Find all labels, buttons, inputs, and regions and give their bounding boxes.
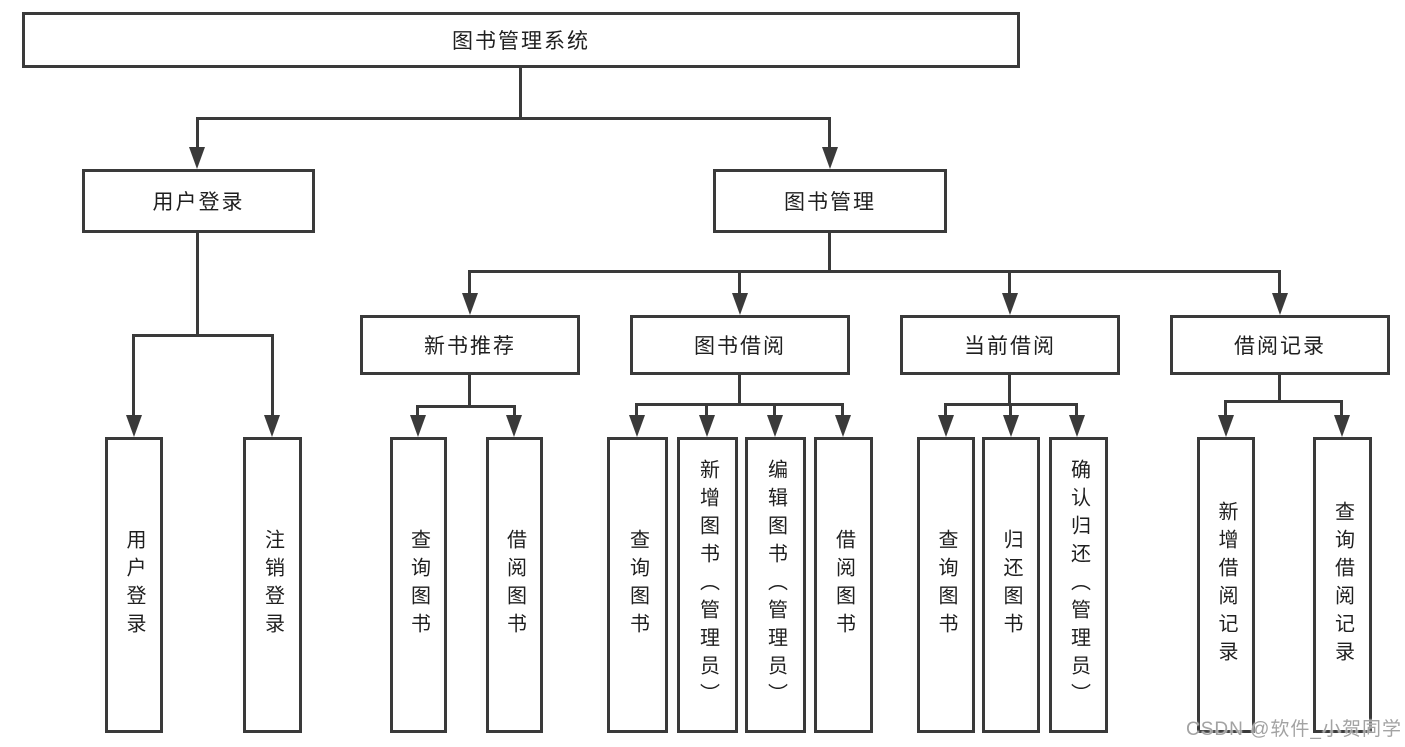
- arrowhead: [732, 293, 748, 315]
- connector-line: [468, 375, 471, 408]
- leaf-query-borrow-record-label: 查询借阅记录: [1331, 501, 1354, 669]
- connector-line: [705, 403, 708, 417]
- arrowhead: [1272, 293, 1288, 315]
- leaf-confirm-return-admin-label: 确认归还（管理员）: [1067, 459, 1090, 711]
- arrowhead: [822, 147, 838, 169]
- arrowhead: [126, 415, 142, 437]
- connector-line: [738, 375, 741, 406]
- leaf-borrow-books-recommend: 借阅图书: [486, 437, 543, 733]
- node-book-management-label: 图书管理: [784, 191, 876, 214]
- leaf-confirm-return-admin: 确认归还（管理员）: [1049, 437, 1108, 733]
- leaf-query-books-recommend-label: 查询图书: [407, 529, 430, 641]
- leaf-edit-books-admin: 编辑图书（管理员）: [745, 437, 806, 733]
- leaf-query-books-borrowing: 查询图书: [607, 437, 668, 733]
- connector-line: [944, 403, 947, 417]
- arrowhead: [462, 293, 478, 315]
- leaf-add-borrow-record: 新增借阅记录: [1197, 437, 1255, 733]
- node-borrowing-records: 借阅记录: [1170, 315, 1390, 375]
- node-new-book-recommendation-label: 新书推荐: [424, 335, 516, 358]
- connector-line: [196, 117, 831, 120]
- arrowhead: [189, 147, 205, 169]
- connector-line: [196, 117, 199, 150]
- node-library-system: 图书管理系统: [22, 12, 1020, 68]
- arrowhead: [1003, 415, 1019, 437]
- leaf-query-books-borrowing-label: 查询图书: [626, 529, 649, 641]
- node-borrowing-records-label: 借阅记录: [1234, 335, 1326, 358]
- node-library-system-label: 图书管理系统: [452, 30, 590, 53]
- arrowhead: [1069, 415, 1085, 437]
- connector-line: [1009, 403, 1012, 417]
- node-book-borrowing: 图书借阅: [630, 315, 850, 375]
- arrowhead: [506, 415, 522, 437]
- connector-line: [773, 403, 776, 417]
- leaf-query-borrow-record: 查询借阅记录: [1313, 437, 1372, 733]
- connector-line: [1340, 400, 1343, 417]
- connector-line: [468, 270, 471, 296]
- leaf-user-login-label: 用户登录: [123, 529, 145, 641]
- arrowhead: [629, 415, 645, 437]
- node-user-login-label: 用户登录: [152, 191, 245, 214]
- node-user-login: 用户登录: [82, 169, 315, 233]
- arrowhead: [1218, 415, 1234, 437]
- connector-line: [1008, 375, 1011, 406]
- watermark-text: CSDN @软件_小贺同学: [1186, 719, 1402, 740]
- arrowhead: [699, 415, 715, 437]
- connector-line: [468, 270, 1281, 273]
- leaf-borrow-books-borrowing: 借阅图书: [814, 437, 873, 733]
- arrowhead: [264, 415, 280, 437]
- leaf-user-login: 用户登录: [105, 437, 163, 733]
- connector-line: [271, 334, 274, 416]
- node-book-borrowing-label: 图书借阅: [694, 335, 786, 358]
- connector-line: [1278, 375, 1281, 402]
- connector-line: [513, 405, 516, 417]
- leaf-return-books: 归还图书: [982, 437, 1040, 733]
- leaf-borrow-books-recommend-label: 借阅图书: [503, 529, 526, 641]
- arrowhead: [835, 415, 851, 437]
- arrowhead: [1334, 415, 1350, 437]
- connector-line: [1224, 400, 1227, 417]
- leaf-edit-books-admin-label: 编辑图书（管理员）: [764, 459, 787, 711]
- node-current-borrowing: 当前借阅: [900, 315, 1120, 375]
- leaf-borrow-books-borrowing-label: 借阅图书: [832, 529, 855, 641]
- connector-line: [1224, 400, 1342, 403]
- leaf-query-books-recommend: 查询图书: [390, 437, 447, 733]
- connector-line: [828, 233, 831, 273]
- arrowhead: [938, 415, 954, 437]
- leaf-add-books-admin: 新增图书（管理员）: [677, 437, 738, 733]
- node-current-borrowing-label: 当前借阅: [964, 335, 1056, 358]
- leaf-logout-label: 注销登录: [261, 529, 284, 641]
- arrowhead: [410, 415, 426, 437]
- connector-line: [1075, 403, 1078, 417]
- connector-line: [196, 233, 199, 337]
- arrowhead: [1002, 293, 1018, 315]
- leaf-return-books-label: 归还图书: [1000, 529, 1022, 641]
- connector-line: [635, 403, 844, 406]
- connector-line: [828, 117, 831, 150]
- connector-line: [416, 405, 516, 408]
- leaf-add-borrow-record-label: 新增借阅记录: [1215, 501, 1237, 669]
- leaf-add-books-admin-label: 新增图书（管理员）: [696, 459, 719, 711]
- connector-line: [416, 405, 419, 417]
- connector-line: [635, 403, 638, 417]
- node-new-book-recommendation: 新书推荐: [360, 315, 580, 375]
- connector-line: [841, 403, 844, 417]
- connector-line: [1008, 270, 1011, 296]
- leaf-logout: 注销登录: [243, 437, 302, 733]
- leaf-query-books-current: 查询图书: [917, 437, 975, 733]
- connector-line: [132, 334, 274, 337]
- connector-line: [519, 68, 522, 119]
- connector-line: [738, 270, 741, 296]
- connector-line: [132, 334, 135, 416]
- connector-line: [1278, 270, 1281, 296]
- node-book-management: 图书管理: [713, 169, 947, 233]
- arrowhead: [767, 415, 783, 437]
- leaf-query-books-current-label: 查询图书: [935, 529, 957, 641]
